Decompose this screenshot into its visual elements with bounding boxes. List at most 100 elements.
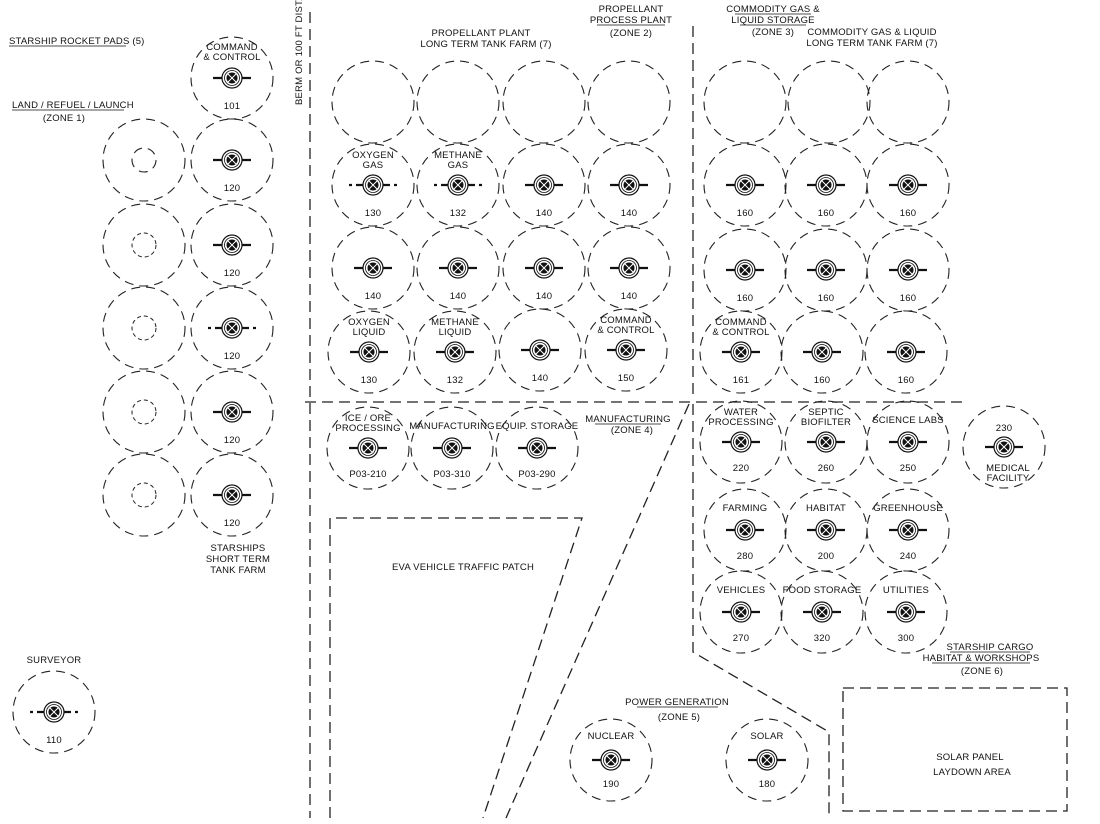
facility-number: 140 bbox=[536, 208, 552, 219]
tank-symbol-icon bbox=[433, 437, 471, 459]
facility-boundary bbox=[703, 60, 787, 144]
facility-st-120-d: 120 bbox=[190, 370, 274, 454]
facility-boundary bbox=[502, 143, 586, 227]
tank-symbol-icon bbox=[350, 341, 388, 363]
tank-symbol-icon bbox=[592, 749, 630, 771]
facility-boundary bbox=[416, 60, 500, 144]
facility-name: COMMAND bbox=[206, 42, 258, 53]
facility-number: 140 bbox=[621, 208, 637, 219]
tank-symbol-icon bbox=[889, 519, 927, 541]
facility-boundary bbox=[413, 310, 497, 394]
facility-number: 190 bbox=[603, 779, 619, 790]
facility-hb-320: FOOD STORAGE 320 bbox=[780, 570, 864, 654]
facility-cg-160-g: 160 bbox=[780, 310, 864, 394]
facility-boundary bbox=[190, 118, 274, 202]
facility-number: 132 bbox=[447, 375, 463, 386]
facility-number: P03-310 bbox=[433, 469, 470, 480]
tank-symbol-icon bbox=[807, 519, 845, 541]
facility-boundary bbox=[699, 310, 783, 394]
facility-name: LIQUID bbox=[353, 327, 386, 338]
rocket-pad bbox=[102, 203, 186, 287]
tank-symbol-icon bbox=[213, 67, 251, 89]
tank-symbol-icon bbox=[722, 601, 760, 623]
facility-pp-140-g: 140 bbox=[498, 308, 582, 392]
facility-boundary bbox=[416, 143, 500, 227]
facility-number: 160 bbox=[737, 208, 753, 219]
facility-name: METHANE bbox=[434, 150, 482, 161]
facility-pp-140-b: 140 bbox=[587, 143, 671, 227]
tank-symbol-icon bbox=[889, 174, 927, 196]
facility-number: 101 bbox=[224, 101, 240, 112]
facility-boundary bbox=[787, 60, 871, 144]
facility-name: HABITAT bbox=[806, 503, 846, 514]
facility-boundary bbox=[331, 143, 415, 227]
facility-name: METHANE bbox=[431, 317, 479, 328]
facility-boundary bbox=[587, 60, 671, 144]
tank-symbol-icon bbox=[30, 701, 78, 723]
facility-boundary bbox=[498, 308, 582, 392]
tank-symbol-icon bbox=[726, 259, 764, 281]
facility-boundary bbox=[866, 400, 950, 484]
facility-number: 130 bbox=[365, 208, 381, 219]
facility-boundary bbox=[331, 226, 415, 310]
zone3-label: (ZONE 3) bbox=[752, 27, 794, 38]
rocket-pad bbox=[102, 118, 186, 202]
zone4-label: (ZONE 4) bbox=[611, 425, 653, 436]
facility-number: 320 bbox=[814, 633, 830, 644]
facility-number: 260 bbox=[818, 463, 834, 474]
tank-symbol-icon bbox=[213, 149, 251, 171]
facility-cg-empty-1 bbox=[703, 60, 787, 144]
facility-number: 160 bbox=[818, 208, 834, 219]
short-term-label-1: STARSHIPS bbox=[211, 543, 266, 554]
facility-name: PROCESSING bbox=[708, 417, 773, 428]
tank-symbol-icon bbox=[803, 601, 841, 623]
facility-name: BIOFILTER bbox=[801, 417, 851, 428]
facility-name: COMMAND bbox=[600, 315, 652, 326]
facility-boundary bbox=[703, 143, 787, 227]
facility-number: 160 bbox=[818, 293, 834, 304]
facility-number: 160 bbox=[737, 293, 753, 304]
tank-symbol-icon bbox=[985, 436, 1023, 458]
tank-symbol-icon bbox=[208, 317, 256, 339]
facility-name: GREENHOUSE bbox=[873, 503, 943, 514]
eva-patch-label: EVA VEHICLE TRAFFIC PATCH bbox=[392, 562, 534, 573]
facility-number: 160 bbox=[898, 375, 914, 386]
facility-name: GAS bbox=[363, 160, 384, 171]
facility-boundary bbox=[410, 406, 494, 490]
facility-number: 240 bbox=[900, 551, 916, 562]
facility-name: FOOD STORAGE bbox=[783, 585, 862, 596]
commodity-farm-label-2: LONG TERM TANK FARM (7) bbox=[806, 38, 937, 49]
tank-symbol-icon bbox=[349, 174, 397, 196]
zone6-boundary bbox=[692, 404, 830, 818]
facility-number: P03-290 bbox=[518, 469, 555, 480]
facility-name: MEDICAL bbox=[986, 463, 1030, 474]
zone1-label: (ZONE 1) bbox=[43, 113, 85, 124]
facility-pp-empty-4 bbox=[587, 60, 671, 144]
facility-name: ICE / ORE bbox=[345, 413, 391, 424]
prop-process-label-1: PROPELLANT bbox=[599, 4, 664, 15]
facility-boundary bbox=[190, 203, 274, 287]
tank-symbol-icon bbox=[607, 339, 645, 361]
tank-symbol-icon bbox=[213, 234, 251, 256]
berm-label: BERM OR 100 FT DIST. bbox=[294, 0, 305, 105]
facility-name: FACILITY bbox=[987, 473, 1030, 484]
prop-farm-label-1: PROPELLANT PLANT bbox=[431, 28, 530, 39]
facility-boundary bbox=[12, 670, 96, 754]
facility-name: COMMAND bbox=[715, 317, 767, 328]
rocket-pads-label: STARSHIP ROCKET PADS (5) bbox=[9, 36, 145, 47]
facility-number: 150 bbox=[618, 373, 634, 384]
tank-symbol-icon bbox=[889, 259, 927, 281]
commodity-storage-label-1: COMMODITY GAS & bbox=[726, 4, 820, 15]
short-term-label-2: SHORT TERM bbox=[206, 554, 270, 565]
facility-boundary bbox=[725, 718, 809, 802]
eva-diagonal-boundary bbox=[505, 403, 690, 819]
